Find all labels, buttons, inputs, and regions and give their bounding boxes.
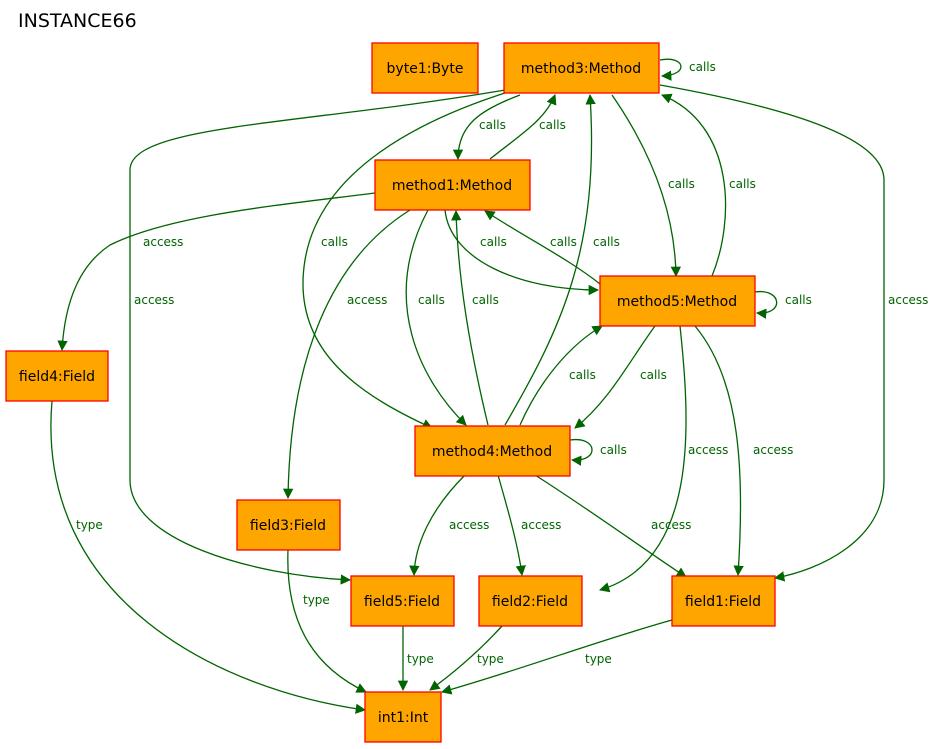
edge-label: access xyxy=(688,443,728,457)
node-label: method4:Method xyxy=(432,444,552,460)
edge-method4-method3[interactable] xyxy=(504,93,596,426)
node-label: method1:Method xyxy=(392,178,512,194)
edge-method1-field3[interactable] xyxy=(282,209,411,500)
node-byte1[interactable]: byte1:Byte xyxy=(371,42,479,94)
edge-field4-int1[interactable] xyxy=(50,400,367,714)
edge-label: access xyxy=(888,293,928,307)
edge-label: calls xyxy=(593,235,620,249)
edge-label: calls xyxy=(729,177,756,191)
edge-field2-int1[interactable] xyxy=(429,625,503,691)
edge-method3-field5[interactable] xyxy=(129,89,506,585)
edge-method4-field2[interactable] xyxy=(497,474,526,577)
edge-method4-field1[interactable] xyxy=(534,474,687,578)
edge-label: access xyxy=(134,293,174,307)
edge-label: calls xyxy=(418,293,445,307)
edge-method1-field4[interactable] xyxy=(57,192,376,352)
node-label: field2:Field xyxy=(492,594,568,610)
edge-method5-field1[interactable] xyxy=(694,325,744,577)
edge-method5-method1[interactable] xyxy=(484,210,601,285)
edge-field3-int1[interactable] xyxy=(287,549,367,693)
node-field4[interactable]: field4:Field xyxy=(5,350,109,402)
edge-method5-method5[interactable] xyxy=(754,291,778,319)
node-method3[interactable]: method3:Method xyxy=(503,42,660,94)
edge-label: access xyxy=(347,293,387,307)
edge-label: access xyxy=(143,235,183,249)
node-field2[interactable]: field2:Field xyxy=(478,575,583,627)
node-field3[interactable]: field3:Field xyxy=(236,499,341,551)
edge-label: type xyxy=(477,652,504,666)
node-label: field5:Field xyxy=(364,594,440,610)
edge-label: calls xyxy=(480,235,507,249)
edge-method3-method4[interactable] xyxy=(302,91,509,429)
node-int1[interactable]: int1:Int xyxy=(364,691,442,743)
edge-label: access xyxy=(651,518,691,532)
node-field5[interactable]: field5:Field xyxy=(350,575,455,627)
edge-label: type xyxy=(585,652,612,666)
edge-label: calls xyxy=(668,177,695,191)
edge-method5-method3[interactable] xyxy=(661,93,727,277)
node-method5[interactable]: method5:Method xyxy=(599,275,756,327)
edge-label: calls xyxy=(479,118,506,132)
edge-method4-method4[interactable] xyxy=(569,438,593,466)
node-label: byte1:Byte xyxy=(387,61,464,77)
edge-method5-field2[interactable] xyxy=(599,325,687,593)
edge-label: calls xyxy=(600,443,627,457)
node-method4[interactable]: method4:Method xyxy=(414,425,571,477)
node-label: field3:Field xyxy=(250,518,326,534)
node-method1[interactable]: method1:Method xyxy=(374,159,531,211)
edge-label: calls xyxy=(640,368,667,382)
edges: calls calls calls calls calls calls acce… xyxy=(50,58,928,714)
edge-field1-int1[interactable] xyxy=(440,619,673,695)
edge-label: type xyxy=(303,593,330,607)
edge-label: type xyxy=(407,652,434,666)
edge-method3-method5[interactable] xyxy=(611,94,682,278)
edge-method3-method3[interactable] xyxy=(659,58,682,81)
edge-method4-method1[interactable] xyxy=(451,209,489,426)
edge-method4-method5[interactable] xyxy=(519,325,603,426)
node-field1[interactable]: field1:Field xyxy=(671,575,776,627)
edge-label: calls xyxy=(539,118,566,132)
node-label: field4:Field xyxy=(19,369,95,385)
nodes: byte1:Byte method3:Method method1:Method… xyxy=(5,42,776,743)
edge-label: calls xyxy=(569,368,596,382)
node-label: method3:Method xyxy=(521,61,641,77)
edge-label: access xyxy=(753,443,793,457)
edge-method3-method1[interactable] xyxy=(452,94,521,161)
edge-label: calls xyxy=(321,235,348,249)
edge-label: calls xyxy=(785,293,812,307)
node-label: method5:Method xyxy=(617,294,737,310)
edge-label: access xyxy=(449,518,489,532)
edge-label: calls xyxy=(472,293,499,307)
edge-method4-field5[interactable] xyxy=(409,474,466,577)
edge-method1-method4[interactable] xyxy=(405,209,467,426)
edge-label: calls xyxy=(550,235,577,249)
diagram-title: INSTANCE66 xyxy=(18,10,137,32)
edge-label: calls xyxy=(689,60,716,74)
edge-method3-field1[interactable] xyxy=(659,84,885,582)
edge-method1-method5[interactable] xyxy=(444,209,600,296)
edge-method5-method4[interactable] xyxy=(574,325,656,429)
node-label: int1:Int xyxy=(378,710,429,726)
node-label: field1:Field xyxy=(685,594,761,610)
edge-label: access xyxy=(521,518,561,532)
edge-label: type xyxy=(76,518,103,532)
edge-method1-method3[interactable] xyxy=(489,94,557,160)
